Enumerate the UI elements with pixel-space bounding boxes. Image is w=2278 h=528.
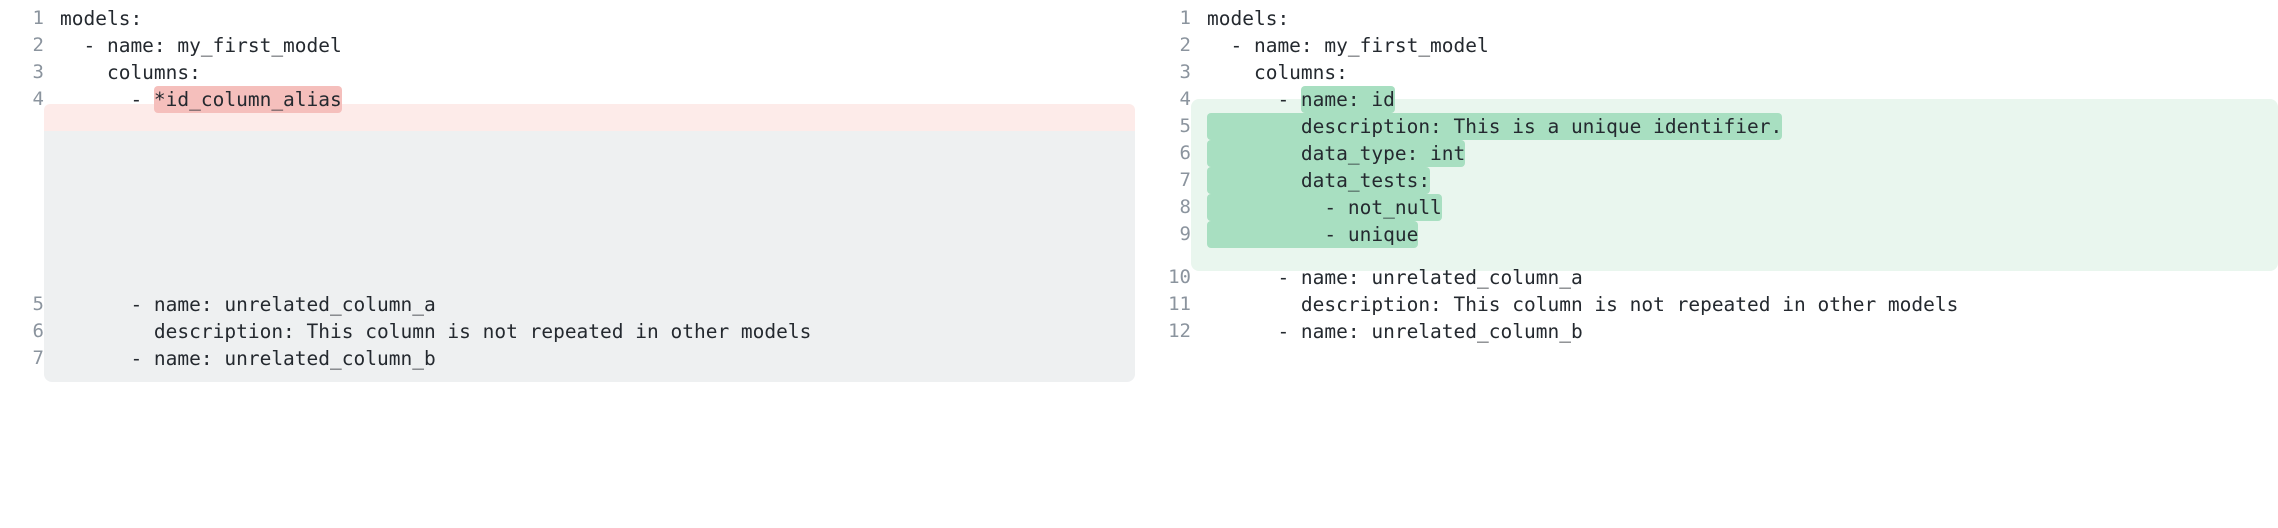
code-text: - name: unrelated_column_b: [1207, 320, 1583, 343]
code-text: description: This is a unique identifier…: [1191, 113, 1783, 140]
code-text: - not_null: [1191, 194, 1442, 221]
code-line[interactable]: 10 - name: unrelated_column_a: [1145, 264, 2278, 291]
code-line[interactable]: 1 models:: [1145, 5, 2278, 32]
removed-token-chip: *id_column_alias: [153, 86, 342, 113]
code-text: - name: unrelated_column_a: [1207, 266, 1583, 289]
code-line[interactable]: 7 - name: unrelated_column_b: [6, 345, 1139, 372]
line-number: 2: [32, 34, 44, 56]
code-line-added[interactable]: 8 - not_null: [1145, 194, 2278, 221]
code-line-added[interactable]: 4 - name: id: [1145, 86, 2278, 113]
line-number: 4: [1179, 88, 1191, 110]
diff-pane-after: 1 models: 2 - name: my_first_model 3 col…: [1139, 0, 2278, 528]
line-number: 5: [32, 293, 44, 315]
code-text: description: This column is not repeated…: [1207, 293, 1959, 316]
line-number: 10: [1168, 266, 1191, 288]
removed-filler-block: [44, 131, 1135, 382]
code-text: columns:: [1207, 61, 1348, 84]
line-number: 3: [32, 61, 44, 83]
code-text: - name: unrelated_column_b: [60, 347, 436, 370]
line-number: 11: [1168, 293, 1191, 315]
code-text: models:: [60, 7, 143, 30]
added-token-chip: description: This is a unique identifier…: [1207, 113, 1783, 140]
line-number: 5: [1179, 115, 1191, 137]
code-text: - unique: [1191, 221, 1419, 248]
line-number: 3: [1179, 61, 1191, 83]
code-line-added[interactable]: 9 - unique: [1145, 221, 2278, 248]
code-line[interactable]: 2 - name: my_first_model: [1145, 32, 2278, 59]
added-token-chip: - not_null: [1207, 194, 1442, 221]
added-token-chip: data_type: int: [1207, 140, 1466, 167]
code-text: columns:: [60, 61, 201, 84]
line-number: 9: [1179, 223, 1191, 245]
code-line[interactable]: 2 - name: my_first_model: [6, 32, 1139, 59]
line-number: 6: [32, 320, 44, 342]
code-text: data_type: int: [1191, 140, 1466, 167]
code-text: - name: id: [1191, 86, 1395, 113]
added-token-chip: - unique: [1207, 221, 1419, 248]
code-line[interactable]: 6 description: This column is not repeat…: [6, 318, 1139, 345]
code-text: description: This column is not repeated…: [60, 320, 812, 343]
code-text: - name: my_first_model: [1207, 34, 1489, 57]
added-token-chip: data_tests:: [1207, 167, 1431, 194]
code-line[interactable]: 12 - name: unrelated_column_b: [1145, 318, 2278, 345]
code-text: - name: unrelated_column_a: [60, 293, 436, 316]
code-text: data_tests:: [1191, 167, 1431, 194]
code-line-added[interactable]: 6 data_type: int: [1145, 140, 2278, 167]
code-line[interactable]: 3 columns:: [6, 59, 1139, 86]
added-token-chip: name: id: [1300, 86, 1395, 113]
line-number: 7: [32, 347, 44, 369]
line-number: 8: [1179, 196, 1191, 218]
code-indent: -: [60, 88, 154, 111]
code-line[interactable]: 3 columns:: [1145, 59, 2278, 86]
code-text: - name: my_first_model: [60, 34, 342, 57]
code-text: models:: [1207, 7, 1290, 30]
code-line[interactable]: 11 description: This column is not repea…: [1145, 291, 2278, 318]
code-text: - *id_column_alias: [44, 86, 342, 113]
code-indent: -: [1207, 88, 1301, 111]
code-line-added[interactable]: 7 data_tests:: [1145, 167, 2278, 194]
line-number: 1: [1179, 7, 1191, 29]
line-number: 1: [32, 7, 44, 29]
line-number: 2: [1179, 34, 1191, 56]
code-line[interactable]: 1 models:: [6, 5, 1139, 32]
code-line[interactable]: 5 - name: unrelated_column_a: [6, 291, 1139, 318]
line-number: 6: [1179, 142, 1191, 164]
diff-pane-before: 1 models: 2 - name: my_first_model 3 col…: [6, 5, 1139, 382]
line-number: 12: [1168, 320, 1191, 342]
code-line-removed[interactable]: 4 - *id_column_alias: [6, 86, 1139, 113]
code-line-added[interactable]: 5 description: This is a unique identifi…: [1145, 113, 2278, 140]
line-number: 4: [32, 88, 44, 110]
line-number: 7: [1179, 169, 1191, 191]
